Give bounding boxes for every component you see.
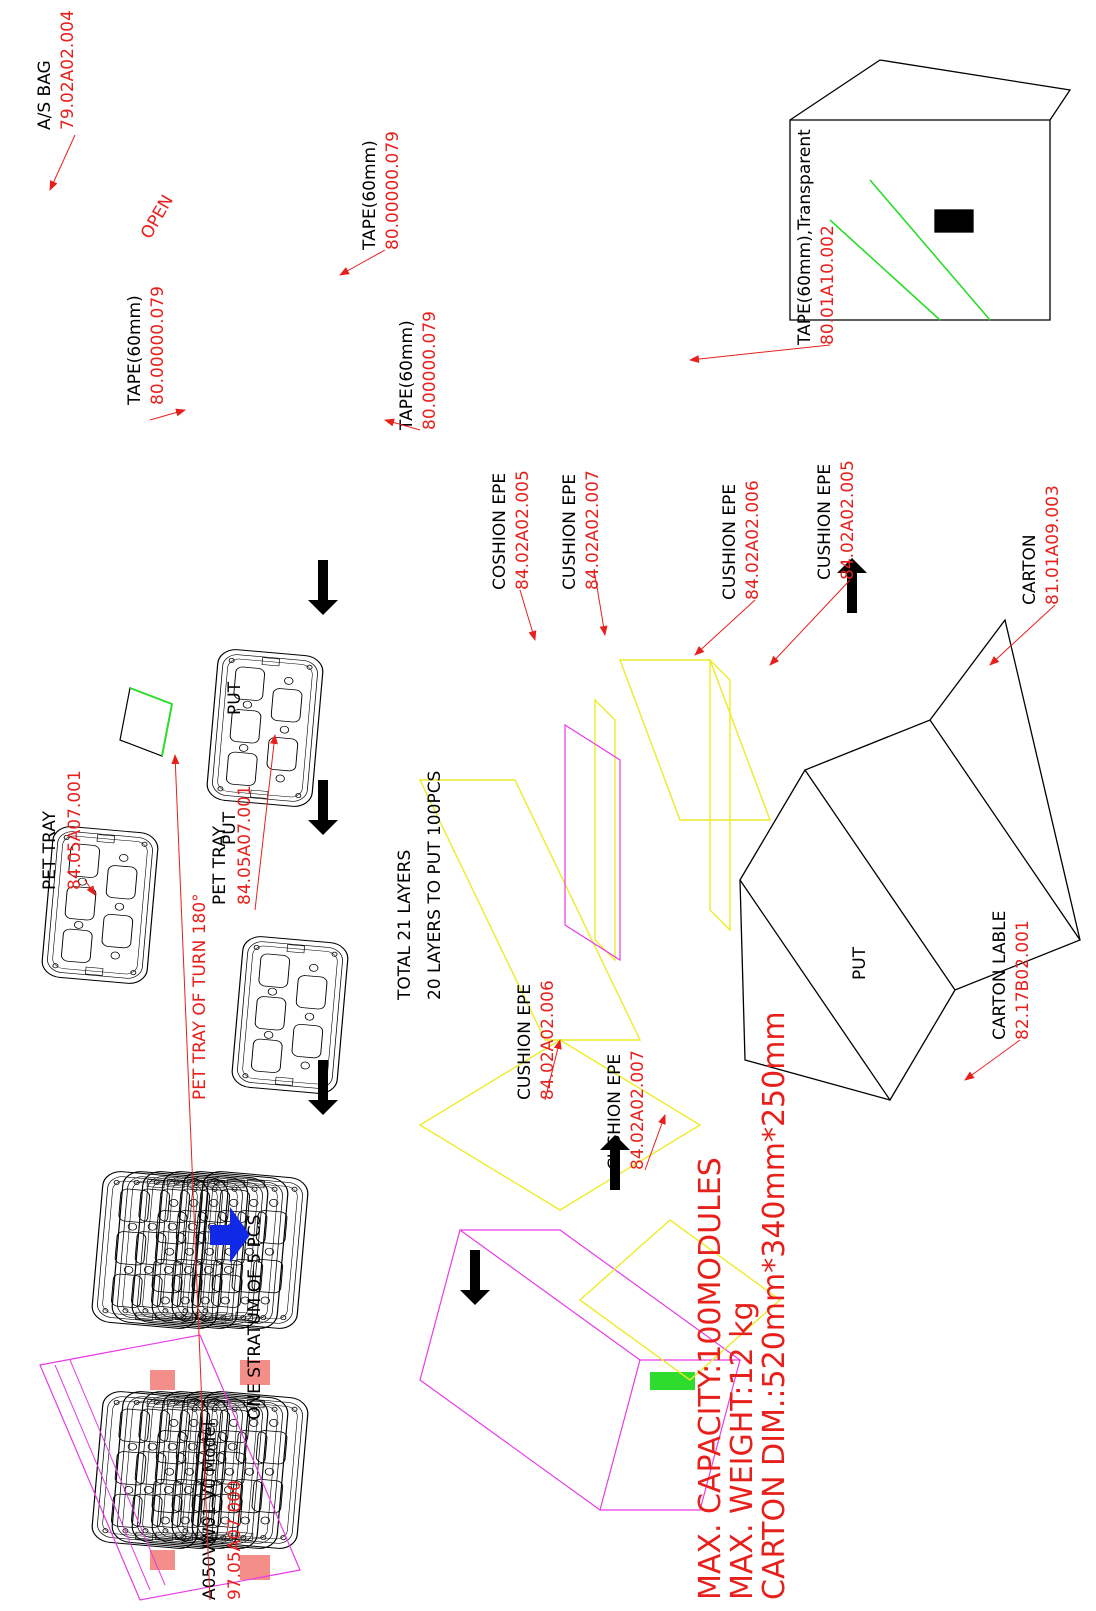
carton-lable-pn: 82.17B02.001 [1013, 920, 1033, 1040]
module-sheet [119, 687, 173, 757]
transparent-tape [650, 1372, 695, 1390]
flow-arrow-icon [460, 1250, 490, 1305]
module-pn: 97.05A07.000 [225, 1480, 245, 1600]
put-arrow-icon [210, 1207, 250, 1263]
turn-label: PET TRAY OF TURN 180° [190, 893, 210, 1100]
put-label: PUT [225, 681, 245, 715]
carton-pn: 81.01A09.003 [1043, 485, 1063, 605]
cushion-epe-005-label: CUSHION EPE [815, 464, 835, 580]
layers-put: 20 LAYERS TO PUT 100PCS [425, 771, 445, 1000]
flow-arrow-icon [837, 558, 867, 613]
taped-stack [90, 1360, 310, 1580]
cushion-epe-006b-pn: 84.02A02.006 [538, 980, 558, 1100]
put-label-3: PUT [850, 946, 870, 980]
tape-transparent-label: TAPE(60mm),Transparent [795, 129, 815, 346]
pet-tray-top-pn: 84.05A07.001 [65, 770, 85, 890]
tape-mid-label: TAPE(60mm) [397, 320, 417, 431]
coshion-epe-pn: 84.02A02.005 [513, 470, 533, 590]
flow-arrow-icon [308, 560, 338, 615]
total-layers: TOTAL 21 LAYERS [395, 850, 415, 1001]
cushion-epe-007b-pn: 84.02A02.007 [628, 1050, 648, 1170]
coshion-epe-label: COSHION EPE [490, 473, 510, 590]
spec-weight: MAX. WEIGHT:12 kg [725, 1301, 760, 1600]
open-label: OPEN [137, 192, 178, 243]
cushion-epe-007-pn: 84.02A02.007 [583, 470, 603, 590]
pet-tray-top-label: PET TRAY [40, 810, 60, 890]
flow-arrows [210, 558, 867, 1305]
spec-dimension: CARTON DIM.:520mm*340mm*250mm [757, 1011, 792, 1600]
tray-step2 [230, 934, 350, 1096]
cushion-epe-006-pn: 84.02A02.006 [743, 480, 763, 600]
tape-top-pn: 80.00000.079 [383, 131, 403, 250]
tape-mid-pn: 80.00000.079 [420, 311, 440, 430]
epe-inner [564, 723, 621, 962]
pet-tray-label: PET TRAY [210, 825, 230, 905]
cushion-epe-007-label: CUSHION EPE [560, 474, 580, 590]
carton-label-sticker [934, 209, 974, 233]
tape-left-label: TAPE(60mm) [125, 295, 145, 406]
spec-capacity: MAX. CAPACITY:100MODULES [693, 1157, 728, 1600]
cushion-epe-005-pn: 84.02A02.005 [838, 460, 858, 580]
carton-box [739, 618, 1081, 1102]
tape-transparent-pn: 80.01A10.002 [818, 225, 838, 345]
tray-step1 [205, 647, 325, 809]
carton-label: CARTON [1020, 534, 1040, 605]
cushion-epe-006-label: CUSHION EPE [720, 484, 740, 600]
carton-lable-label: CARTON LABLE [990, 911, 1010, 1040]
stratum-label: ONE STRATUM OF 5 PCS [245, 1215, 265, 1420]
tape-left-pn: 80.00000.079 [148, 286, 168, 405]
carton-closed [789, 59, 1072, 321]
as-bag [39, 1334, 301, 1601]
flow-arrow-icon [308, 780, 338, 835]
tape-top-label: TAPE(60mm) [360, 140, 380, 251]
cushion-epe-007b-label: CUSHION EPE [605, 1054, 625, 1170]
pet-tray-pn: 84.05A07.001 [235, 785, 255, 905]
leader-lines [49, 134, 1056, 1601]
tray-stack [90, 1169, 310, 1331]
sealed-bag [419, 1229, 742, 1511]
as-bag-label: A/S BAG [35, 60, 55, 130]
as-bag-pn: 79.02A02.004 [58, 10, 78, 130]
put-label-2: PUT [220, 811, 240, 845]
module-name: A050VW01 V0 Model [200, 1422, 220, 1600]
epe-cushions [418, 658, 782, 1381]
flow-arrow-icon [600, 1135, 630, 1190]
cushion-epe-006b-label: CUSHION EPE [515, 984, 535, 1100]
flow-arrow-icon [308, 1060, 338, 1115]
